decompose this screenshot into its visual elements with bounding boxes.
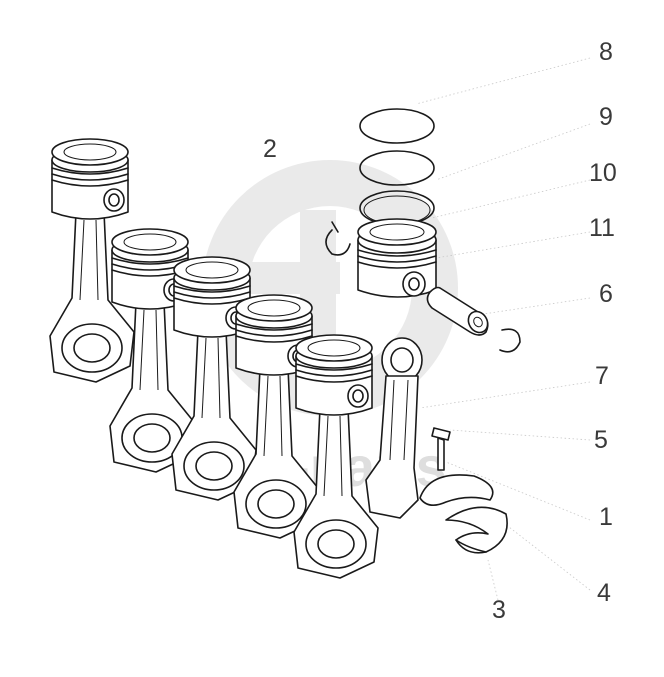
callout-6: 6 [599,280,613,308]
piston-pin [426,286,489,336]
callout-4: 4 [597,579,611,607]
leader-lines [415,57,591,601]
connecting-rod-exploded [365,337,423,519]
circlip-right [499,328,521,353]
callout-2: 2 [263,135,277,163]
callout-8: 8 [599,38,613,66]
piston-exploded [357,218,437,298]
callout-3: 3 [492,596,506,624]
callout-11: 11 [589,214,615,242]
piston-assembly-4 [233,294,319,539]
ring-second [359,150,435,186]
bearing-lower [445,506,508,554]
ring-top [359,108,435,144]
circlip-left [325,229,351,256]
callout-7: 7 [595,362,609,390]
rod-bolt [431,427,451,471]
callout-1: 1 [599,503,613,531]
callout-9: 9 [599,103,613,131]
callout-10: 10 [589,159,617,187]
callout-5: 5 [594,426,608,454]
bearing-upper [419,474,494,506]
